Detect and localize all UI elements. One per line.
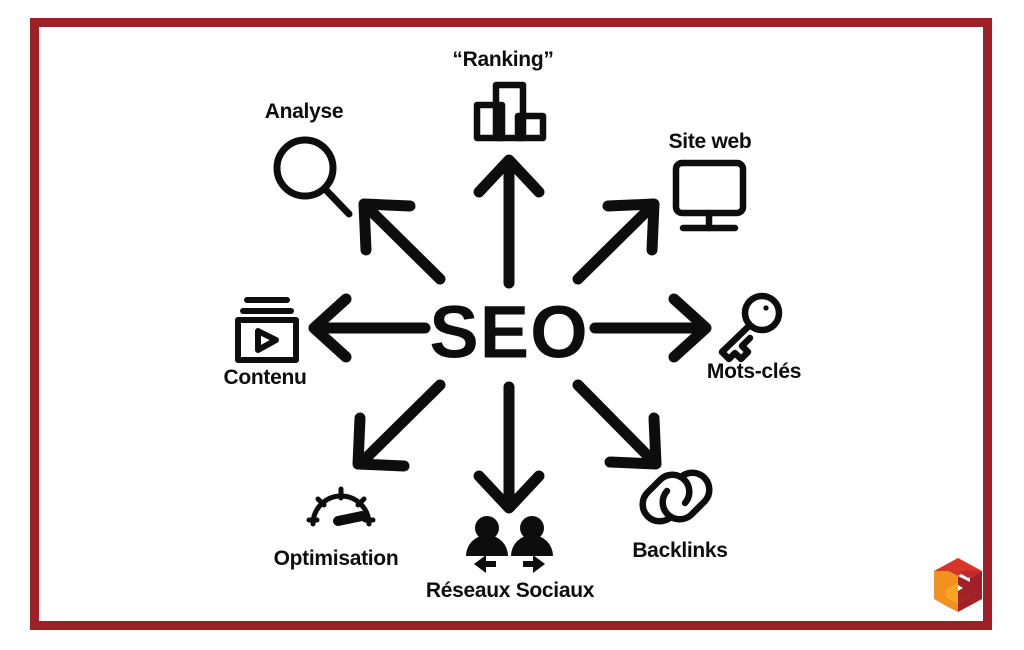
node-label-backlinks: Backlinks: [632, 539, 728, 562]
bar-chart-icon: [473, 81, 547, 142]
isometric-cube-logo: [934, 558, 982, 612]
monitor-icon: [672, 159, 747, 232]
center-seo-title: SEO: [429, 290, 589, 374]
arrow-down-right: [572, 379, 662, 470]
arrow-right: [589, 293, 712, 363]
node-label-contenu: Contenu: [223, 366, 307, 389]
arrow-up-right: [572, 198, 660, 285]
node-label-reseaux-sociaux: Réseaux Sociaux: [425, 579, 595, 602]
magnifier-icon: [273, 136, 353, 218]
node-label-mots-cles: Mots-clés: [706, 360, 802, 383]
social-users-icon: [466, 516, 553, 573]
chain-link-icon: [639, 469, 713, 525]
key-icon: [718, 292, 783, 363]
arrow-up-left: [358, 198, 446, 285]
video-content-icon: [235, 297, 299, 363]
arrow-down-left: [352, 379, 446, 472]
node-label-site-web: Site web: [668, 130, 752, 153]
arrow-left: [308, 293, 431, 363]
node-label-analyse: Analyse: [264, 100, 344, 123]
arrow-down: [473, 381, 545, 514]
speedometer-icon: [306, 486, 376, 527]
node-label-ranking: “Ranking”: [452, 48, 554, 71]
arrow-up: [473, 154, 545, 289]
node-label-optimisation: Optimisation: [273, 547, 399, 570]
